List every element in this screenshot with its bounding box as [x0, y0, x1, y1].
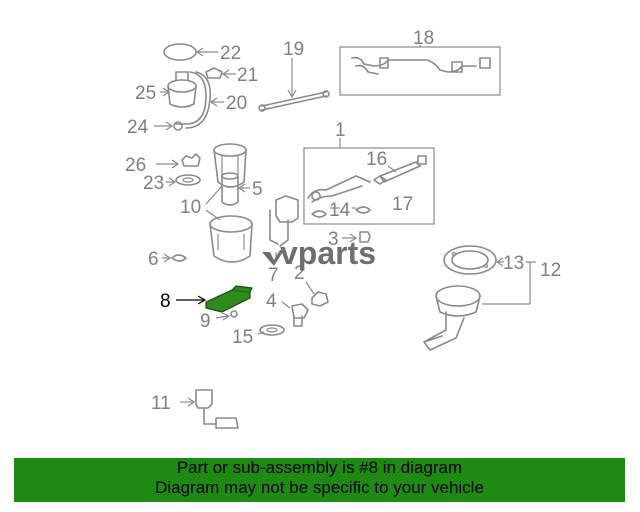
- part-1-assembly: [303, 138, 435, 225]
- label-8: 8: [160, 291, 171, 312]
- part-15-gasket: [257, 324, 285, 336]
- label-18: 18: [413, 28, 434, 49]
- part-10-housing: [205, 143, 253, 263]
- label-19: 19: [283, 39, 304, 60]
- label-13: 13: [503, 253, 524, 274]
- part-11-sender: [180, 389, 239, 429]
- label-21: 21: [237, 65, 258, 86]
- label-25: 25: [135, 83, 156, 104]
- label-17: 17: [392, 194, 413, 215]
- part-7-sender: [269, 195, 299, 262]
- label-1: 1: [335, 120, 346, 141]
- info-banner: Part or sub-assembly is #8 in diagram Di…: [14, 458, 625, 502]
- part-22-o-ring: [163, 43, 218, 61]
- label-26: 26: [125, 155, 146, 176]
- label-2: 2: [294, 263, 305, 284]
- label-24: 24: [127, 117, 149, 138]
- part-25-filter: [160, 71, 197, 108]
- label-3: 3: [328, 229, 339, 250]
- watermark-text: vparts: [280, 235, 376, 271]
- label-6: 6: [148, 249, 159, 270]
- banner-line-1: Part or sub-assembly is #8 in diagram: [176, 458, 463, 477]
- part-2-valve: [305, 281, 329, 307]
- part-13-retaining-ring: [443, 245, 504, 275]
- part-8-bracket-highlighted: [176, 285, 253, 313]
- part-20-hose: [175, 71, 224, 129]
- part-9-screw: [215, 310, 238, 321]
- label-20: 20: [226, 93, 247, 114]
- banner-line-2: Diagram may not be specific to your vehi…: [155, 478, 484, 497]
- label-14: 14: [329, 200, 351, 221]
- part-3-fitting: [342, 231, 371, 243]
- part-21-clip: [205, 67, 236, 79]
- watermark-logo: vparts: [262, 235, 376, 271]
- part-12-module: [423, 261, 536, 351]
- label-4: 4: [266, 291, 277, 312]
- part-6-seal: [162, 253, 187, 263]
- label-23: 23: [143, 173, 164, 194]
- part-4-check-valve: [281, 301, 309, 327]
- label-9: 9: [200, 311, 211, 332]
- part-26-connector: [156, 153, 201, 169]
- part-19-rod: [258, 58, 330, 112]
- part-5-pump: [221, 172, 250, 206]
- label-5: 5: [252, 179, 263, 200]
- part-23-seal: [166, 174, 201, 187]
- part-24-clamp: [154, 121, 183, 131]
- parts-diagram: 18 19 22 21 25 20: [125, 28, 561, 429]
- label-7: 7: [268, 265, 279, 286]
- label-11: 11: [151, 393, 171, 414]
- label-16: 16: [366, 149, 387, 170]
- label-15: 15: [232, 327, 253, 348]
- label-22: 22: [220, 43, 241, 64]
- label-12: 12: [540, 260, 561, 281]
- label-10: 10: [180, 197, 201, 218]
- part-18-hose-assembly: [339, 45, 501, 96]
